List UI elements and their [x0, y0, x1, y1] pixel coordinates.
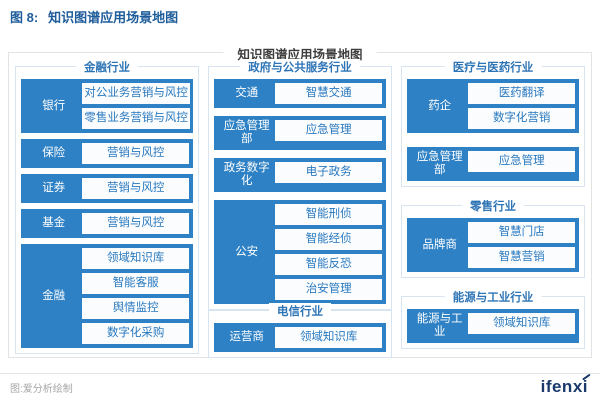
scenario-group-emergency-dept: 应急管理部 应急管理 [214, 116, 386, 150]
group-items: 营销与风控 [82, 143, 189, 164]
scenario-item: 数字化采购 [82, 323, 189, 344]
groups-container: 品牌商 智慧门店 智慧营销 [407, 218, 579, 272]
group-items: 领域知识库 [275, 327, 382, 348]
scenario-item: 智慧交通 [275, 83, 382, 104]
column-finance: 金融行业 银行 对公业务营销与风控 零售业务营销与风控 保险 营销与风控 [15, 59, 199, 354]
scenario-item: 营销与风控 [82, 178, 189, 199]
scenario-group-emergency-dept-2: 应急管理部 应急管理 [407, 147, 579, 181]
group-items: 应急管理 [275, 120, 382, 146]
scenario-item: 应急管理 [468, 151, 575, 172]
ifenxi-logo-text: ifenxi [540, 377, 588, 396]
group-items: 智能刑侦 智能经侦 智能反恐 治安管理 [275, 204, 382, 300]
scenario-group-funds: 基金 营销与风控 [21, 209, 193, 238]
scenario-item: 智能经侦 [275, 229, 382, 250]
industry-section-retail: 零售行业 品牌商 智慧门店 智慧营销 [401, 198, 585, 278]
groups-container: 运营商 领域知识库 [214, 323, 386, 352]
scenario-group-transport: 交通 智慧交通 [214, 79, 386, 108]
scenario-group-operator: 运营商 领域知识库 [214, 323, 386, 352]
group-label: 能源与工业 [416, 313, 463, 338]
figure-number-label: 图 8: [10, 10, 39, 25]
scenario-item: 对公业务营销与风控 [82, 83, 190, 104]
scenario-group-pharma: 药企 医药翻译 数字化营销 [407, 79, 579, 133]
scenario-item: 营销与风控 [82, 143, 189, 164]
groups-container: 银行 对公业务营销与风控 零售业务营销与风控 保险 营销与风控 证券 [21, 79, 193, 348]
ifenxi-logo: ifenxi [540, 373, 591, 397]
columns-container: 金融行业 银行 对公业务营销与风控 零售业务营销与风控 保险 营销与风控 [9, 53, 591, 358]
group-label: 品牌商 [422, 238, 457, 251]
section-title: 能源与工业行业 [444, 289, 542, 305]
section-title: 电信行业 [269, 303, 331, 319]
group-items: 智慧门店 智慧营销 [468, 222, 575, 268]
group-label: 应急管理部 [223, 120, 270, 145]
scenario-group-brand: 品牌商 智慧门店 智慧营销 [407, 218, 579, 272]
figure-title-text: 知识图谱应用场景地图 [48, 10, 179, 25]
industry-section-finance: 金融行业 银行 对公业务营销与风控 零售业务营销与风控 保险 营销与风控 [15, 59, 199, 354]
scenario-group-insurance: 保险 营销与风控 [21, 139, 193, 168]
scenario-item: 医药翻译 [468, 83, 575, 104]
footer-caption: 图:爱分析绘制 [10, 383, 73, 395]
group-items: 营销与风控 [82, 213, 189, 234]
group-items: 领域知识库 智能客服 舆情监控 数字化采购 [82, 248, 189, 344]
column-medical-retail-energy: 医疗与医药行业 药企 医药翻译 数字化营销 应急管理部 应急管理 [401, 59, 585, 349]
groups-container: 能源与工业 领域知识库 [407, 309, 579, 343]
industry-section-energy: 能源与工业行业 能源与工业 领域知识库 [401, 289, 585, 349]
group-label: 交通 [235, 87, 259, 99]
scenario-item: 智能刑侦 [275, 204, 382, 225]
group-label: 基金 [42, 217, 66, 229]
industry-section-telecom: 电信行业 运营商 领域知识库 [208, 303, 392, 358]
scenario-item: 智能客服 [82, 273, 189, 294]
scenario-item: 电子政务 [275, 162, 382, 183]
scenario-item: 零售业务营销与风控 [82, 108, 190, 129]
scenario-item: 智慧营销 [468, 247, 575, 268]
scenario-item: 营销与风控 [82, 213, 189, 234]
group-label: 证券 [42, 182, 66, 194]
scenario-group-police: 公安 智能刑侦 智能经侦 智能反恐 治安管理 [214, 200, 386, 304]
group-label: 金融 [42, 289, 66, 302]
group-label: 运营商 [229, 331, 264, 343]
column-government-telecom: 政府与公共服务行业 交通 智慧交通 应急管理部 应急管理 [208, 59, 392, 358]
scenario-group-finance-general: 金融 领域知识库 智能客服 舆情监控 数字化采购 [21, 244, 193, 348]
group-items: 营销与风控 [82, 178, 189, 199]
group-label: 公安 [235, 245, 259, 258]
groups-container: 交通 智慧交通 应急管理部 应急管理 政务数字化 [214, 79, 386, 304]
section-title: 政府与公共服务行业 [240, 59, 360, 75]
section-title: 金融行业 [76, 59, 138, 75]
group-label: 银行 [42, 99, 66, 112]
scenario-item: 领域知识库 [275, 327, 382, 348]
group-items: 智慧交通 [275, 83, 382, 104]
scenario-group-egov: 政务数字化 电子政务 [214, 158, 386, 192]
scenario-item: 智慧门店 [468, 222, 575, 243]
groups-container: 药企 医药翻译 数字化营销 应急管理部 应急管理 [407, 79, 579, 181]
scenario-item: 领域知识库 [468, 313, 575, 334]
scenario-item: 领域知识库 [82, 248, 189, 269]
scenario-map-panel: 知识图谱应用场景地图 金融行业 银行 对公业务营销与风控 零售业务营销与风控 保… [8, 44, 592, 358]
group-items: 应急管理 [468, 151, 575, 177]
group-items: 领域知识库 [468, 313, 575, 339]
group-label: 政务数字化 [223, 162, 270, 187]
section-title: 医疗与医药行业 [444, 59, 542, 75]
scenario-group-energy-industry: 能源与工业 领域知识库 [407, 309, 579, 343]
industry-section-government: 政府与公共服务行业 交通 智慧交通 应急管理部 应急管理 [208, 59, 392, 310]
group-items: 医药翻译 数字化营销 [468, 83, 575, 129]
scenario-group-bank: 银行 对公业务营销与风控 零售业务营销与风控 [21, 79, 193, 133]
section-title: 零售行业 [462, 198, 524, 214]
group-items: 对公业务营销与风控 零售业务营销与风控 [82, 83, 190, 129]
scenario-item: 智能反恐 [275, 254, 382, 275]
industry-section-medical: 医疗与医药行业 药企 医药翻译 数字化营销 应急管理部 应急管理 [401, 59, 585, 187]
scenario-item: 治安管理 [275, 279, 382, 300]
group-items: 电子政务 [275, 162, 382, 188]
scenario-group-securities: 证券 营销与风控 [21, 174, 193, 203]
panel-title: 知识图谱应用场景地图 [223, 44, 377, 63]
group-label: 药企 [428, 99, 452, 112]
group-label: 保险 [42, 147, 66, 159]
footer: 图:爱分析绘制 ifenxi [0, 373, 600, 404]
scenario-item: 舆情监控 [82, 298, 189, 319]
scenario-item: 数字化营销 [468, 108, 575, 129]
group-label: 应急管理部 [416, 151, 463, 176]
figure-title: 图 8: 知识图谱应用场景地图 [10, 7, 178, 26]
scenario-item: 应急管理 [275, 120, 382, 141]
